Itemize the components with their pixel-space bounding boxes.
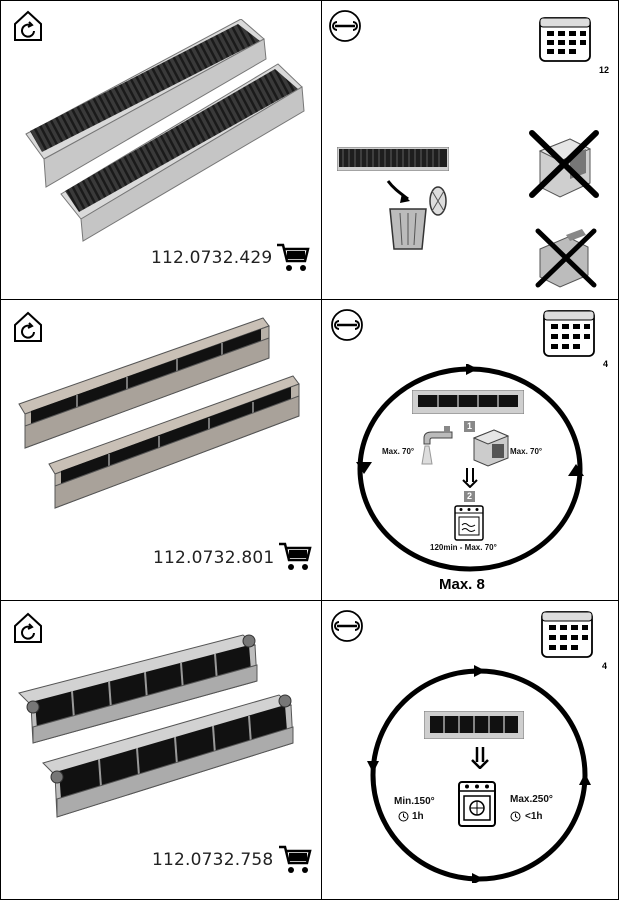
step-badge-label: 2	[467, 491, 473, 501]
oven-regeneration: 120min - Max. 70°	[430, 543, 497, 552]
filter-product-image	[16, 19, 316, 244]
interval-count: 4	[602, 661, 608, 671]
row3-maintenance-panel: 4 Min.150° 1h Max.250° <1h	[321, 600, 619, 900]
double-arrow-down-icon	[470, 747, 490, 769]
house-recirculation-icon	[11, 9, 45, 43]
step-badge	[464, 421, 475, 432]
filter-cartridge-image	[424, 711, 524, 739]
row1-maintenance-panel: 12	[321, 0, 619, 300]
calendar-icon	[538, 13, 592, 63]
faucet-icon	[420, 426, 460, 466]
double-arrow-down-icon	[461, 468, 479, 488]
oven-icon	[454, 505, 484, 541]
max-time: <1h	[525, 811, 543, 822]
min-time: 1h	[412, 811, 424, 822]
no-oven-icon	[532, 225, 600, 293]
trash-bin-icon	[380, 177, 450, 255]
interval-count: 12	[599, 65, 610, 75]
handwash-temp: Max. 70°	[382, 447, 415, 456]
max-temp: Max.250°	[510, 794, 553, 805]
filter-cartridge-image	[337, 147, 449, 171]
row3-product-panel: 112.0732.758	[0, 600, 322, 900]
house-recirculation-icon	[11, 310, 45, 344]
house-recirculation-icon	[11, 611, 45, 645]
wrench-icon	[330, 609, 364, 643]
cart-icon[interactable]	[277, 540, 313, 572]
row2-product-panel: 112.0732.801	[0, 299, 322, 601]
filter-cartridge-image	[412, 390, 524, 414]
product-code: 112.0732.429	[151, 248, 273, 268]
clock-icon	[398, 811, 409, 822]
dishwasher-icon	[472, 428, 510, 468]
wrench-icon	[330, 308, 364, 342]
row2-maintenance-panel: 4 1 Max. 70° Max. 70° 2 1	[321, 299, 619, 601]
step-badge	[464, 491, 475, 502]
interval-count: 4	[603, 359, 609, 369]
cycle-icon	[366, 661, 592, 883]
dishwasher-temp: Max. 70°	[510, 447, 543, 456]
cycle-icon	[354, 364, 586, 574]
min-temp: Min.150°	[394, 796, 435, 807]
cart-icon[interactable]	[277, 843, 313, 875]
cart-icon[interactable]	[275, 241, 311, 273]
calendar-icon	[540, 607, 594, 659]
product-code: 112.0732.758	[152, 850, 274, 870]
calendar-icon	[542, 306, 596, 358]
filter-product-image	[17, 631, 307, 831]
row1-product-panel: 112.0732.429	[0, 0, 322, 300]
step-badge-label: 1	[467, 421, 473, 431]
clock-icon	[510, 811, 521, 822]
wrench-icon	[328, 9, 362, 43]
no-dishwasher-icon	[526, 129, 602, 201]
product-code: 112.0732.801	[153, 548, 275, 568]
oven-icon	[458, 781, 496, 827]
max-cycles: Max. 8	[439, 576, 485, 593]
filter-product-image	[17, 314, 305, 534]
